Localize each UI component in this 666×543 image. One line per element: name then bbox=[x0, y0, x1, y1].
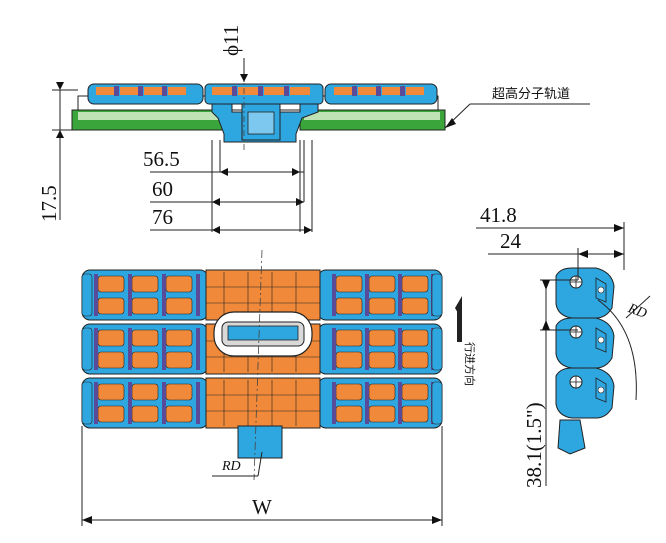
right-pad bbox=[335, 405, 363, 423]
plan-rd-label: RD bbox=[221, 459, 241, 474]
left-pad bbox=[97, 297, 125, 315]
dim-76: 76 bbox=[152, 205, 173, 229]
left-link bbox=[94, 274, 98, 316]
right-pad bbox=[335, 297, 363, 315]
right-pad bbox=[368, 383, 396, 401]
plan-view bbox=[81, 269, 443, 459]
middle-module bbox=[205, 377, 321, 429]
dim-41-8: 41.8 bbox=[480, 203, 517, 227]
left-link bbox=[196, 328, 200, 370]
side-rd-label: RD bbox=[625, 301, 649, 322]
left-pad bbox=[97, 405, 125, 423]
right-pad bbox=[368, 329, 396, 347]
side-hole bbox=[597, 336, 605, 344]
left-pad bbox=[165, 329, 193, 347]
left-pad bbox=[97, 329, 125, 347]
right-pad bbox=[401, 405, 429, 423]
left-link bbox=[94, 328, 98, 370]
left-pad bbox=[97, 383, 125, 401]
left-pad bbox=[165, 275, 193, 293]
left-link bbox=[94, 382, 98, 424]
right-link bbox=[365, 328, 369, 370]
left-link bbox=[162, 328, 166, 370]
center-guide-inner bbox=[227, 325, 299, 341]
right-pad bbox=[335, 383, 363, 401]
section-view: ϕ11 超高分子轨道 17.5 56.5 60 76 bbox=[37, 25, 590, 234]
left-pad bbox=[131, 351, 159, 369]
left-pad bbox=[131, 329, 159, 347]
right-endcap bbox=[431, 381, 443, 425]
right-pad bbox=[401, 351, 429, 369]
left-link bbox=[128, 382, 132, 424]
left-link bbox=[128, 328, 132, 370]
side-hole bbox=[597, 386, 605, 394]
right-link bbox=[332, 328, 336, 370]
left-pad bbox=[131, 275, 159, 293]
dim-56-5: 56.5 bbox=[143, 147, 180, 171]
right-pad bbox=[368, 351, 396, 369]
right-pad bbox=[401, 297, 429, 315]
left-pad bbox=[165, 383, 193, 401]
left-pad bbox=[165, 297, 193, 315]
right-endcap bbox=[431, 327, 443, 371]
pitch-label: 38.1(1.5") bbox=[522, 402, 546, 488]
left-pad bbox=[165, 351, 193, 369]
right-link bbox=[332, 274, 336, 316]
right-pad bbox=[401, 383, 429, 401]
dim-17-5: 17.5 bbox=[37, 185, 61, 222]
rail-label: 超高分子轨道 bbox=[492, 86, 570, 102]
left-pad bbox=[131, 297, 159, 315]
dim-60: 60 bbox=[152, 177, 173, 201]
right-link bbox=[365, 382, 369, 424]
side-hole bbox=[597, 286, 605, 294]
left-link bbox=[196, 382, 200, 424]
right-endcap bbox=[431, 273, 443, 317]
left-pad bbox=[97, 275, 125, 293]
right-pad bbox=[335, 275, 363, 293]
right-link bbox=[398, 328, 402, 370]
left-link bbox=[128, 274, 132, 316]
left-endcap bbox=[81, 273, 93, 317]
left-endcap bbox=[81, 327, 93, 371]
right-pad bbox=[401, 329, 429, 347]
right-pad bbox=[368, 297, 396, 315]
left-pad bbox=[165, 405, 193, 423]
right-pad bbox=[335, 351, 363, 369]
bottom-tab bbox=[237, 425, 283, 459]
right-pad bbox=[401, 275, 429, 293]
link-tail bbox=[557, 419, 586, 455]
left-link bbox=[162, 274, 166, 316]
right-link bbox=[398, 382, 402, 424]
dim-24: 24 bbox=[500, 229, 522, 253]
right-link bbox=[332, 382, 336, 424]
right-link bbox=[365, 274, 369, 316]
left-pad bbox=[131, 405, 159, 423]
right-link bbox=[398, 274, 402, 316]
left-pad bbox=[97, 351, 125, 369]
direction-indicator: 行进方向 bbox=[455, 296, 477, 386]
right-pad bbox=[335, 329, 363, 347]
left-link bbox=[162, 382, 166, 424]
left-pad bbox=[131, 383, 159, 401]
right-pad bbox=[368, 275, 396, 293]
left-endcap bbox=[81, 381, 93, 425]
diameter-label: ϕ11 bbox=[219, 25, 243, 56]
width-label: W bbox=[252, 495, 272, 519]
side-view bbox=[555, 267, 615, 455]
left-link bbox=[196, 274, 200, 316]
direction-label: 行进方向 bbox=[463, 342, 477, 386]
right-pad bbox=[368, 405, 396, 423]
